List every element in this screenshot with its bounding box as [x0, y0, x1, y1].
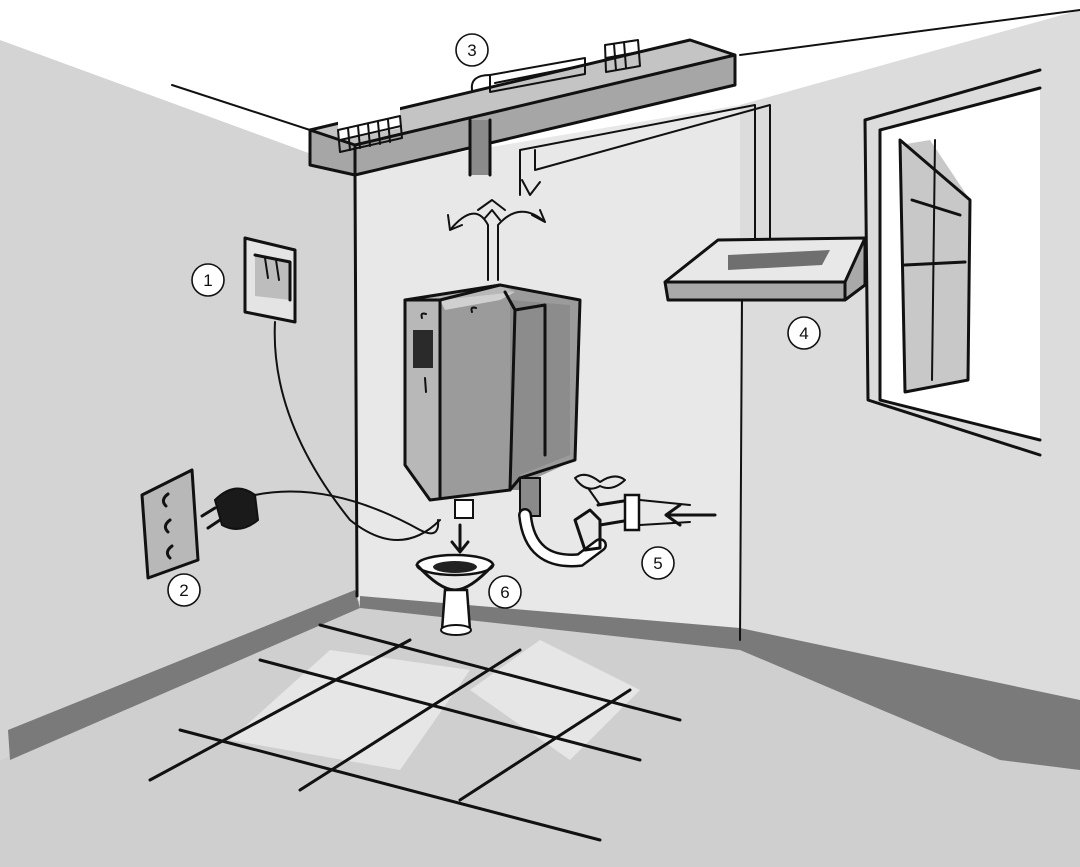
- callout-label-2: 2: [179, 581, 188, 600]
- window: [863, 68, 1042, 457]
- plug-icon: [213, 487, 260, 530]
- callout-5: 5: [641, 546, 675, 580]
- callout-label-3: 3: [467, 41, 476, 60]
- callout-label-4: 4: [799, 324, 808, 343]
- main-unit: [403, 283, 582, 554]
- left-wall: [0, 40, 355, 760]
- drain-funnel: [415, 553, 495, 636]
- callout-4: 4: [787, 316, 821, 350]
- callout-1: 1: [191, 263, 225, 297]
- callout-3: 3: [455, 33, 489, 67]
- callout-label-6: 6: [500, 583, 509, 602]
- callout-label-1: 1: [203, 271, 212, 290]
- baseboard-left: [8, 590, 360, 760]
- switch-box: [243, 236, 441, 541]
- air-vent: [663, 236, 867, 302]
- airflow-arrows: [447, 179, 546, 281]
- power-outlet: [140, 468, 440, 580]
- water-tap: [518, 473, 717, 568]
- callout-label-5: 5: [653, 554, 662, 573]
- callout-2: 2: [167, 573, 201, 607]
- vent-duct: [519, 104, 771, 241]
- wall-corner-line: [353, 173, 359, 598]
- callout-6: 6: [488, 575, 522, 609]
- baseboard-back: [360, 596, 1080, 770]
- ceiling-duct: [308, 38, 737, 177]
- floor-tiles: [148, 623, 682, 842]
